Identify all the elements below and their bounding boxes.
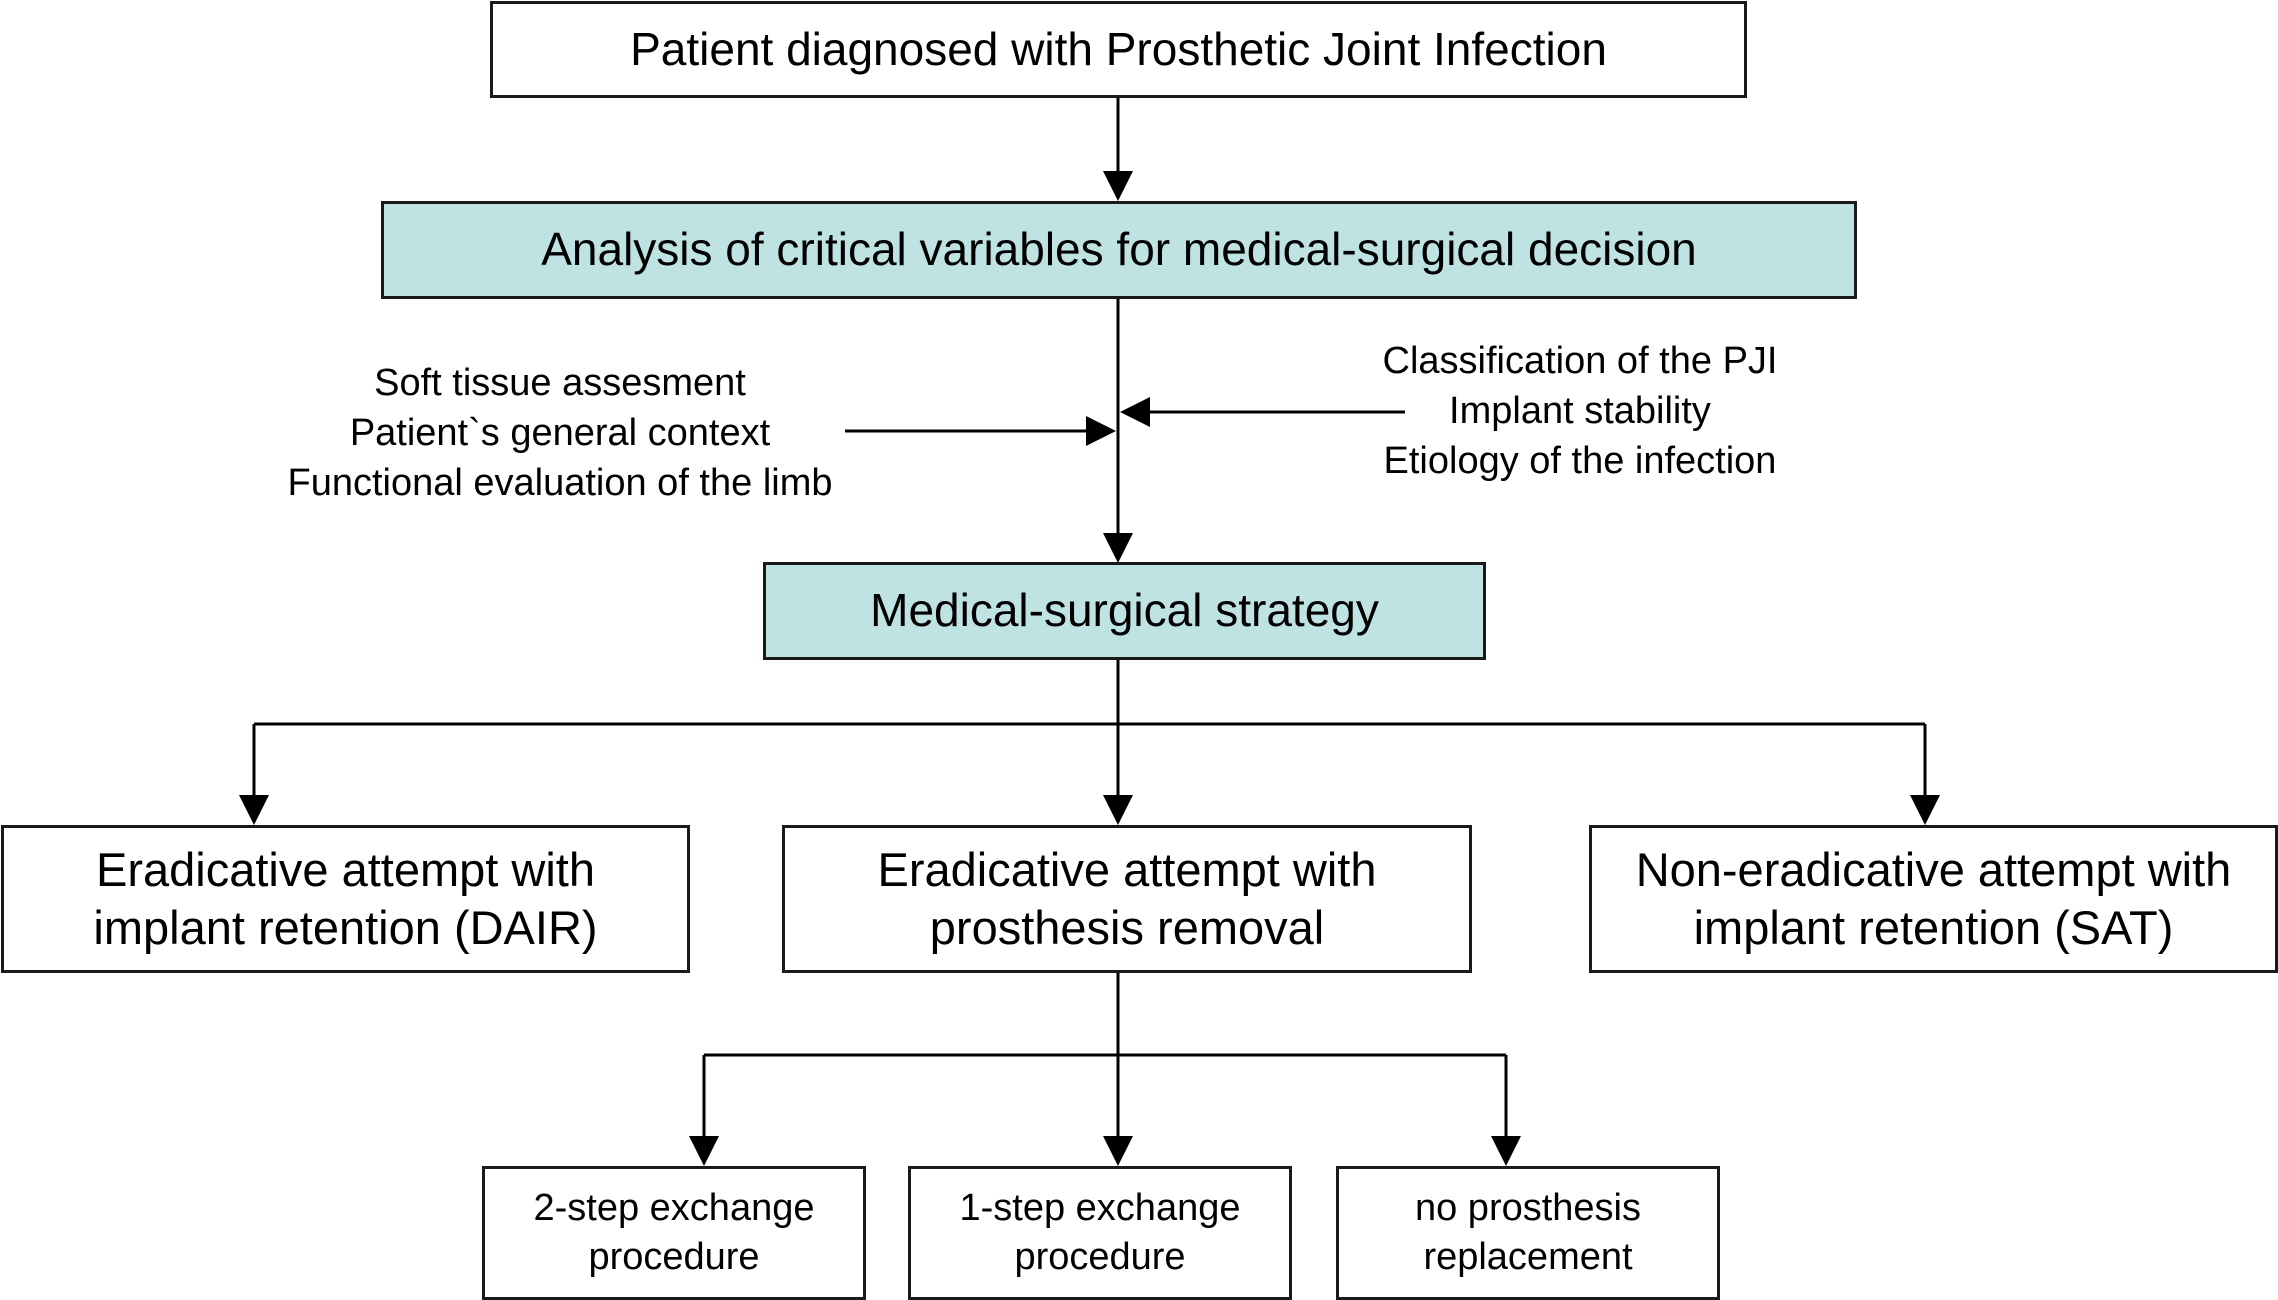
one-step-label-line1: 1-step exchange xyxy=(959,1186,1241,1229)
removal-box: Eradicative attempt with prosthesis remo… xyxy=(782,825,1472,973)
strategy-box: Medical-surgical strategy xyxy=(763,562,1486,660)
analysis-box: Analysis of critical variables for medic… xyxy=(381,201,1857,299)
removal-label-line1: Eradicative attempt with xyxy=(877,842,1377,896)
two-step-label-line2: procedure xyxy=(588,1236,760,1278)
no-replacement-label-line2: replacement xyxy=(1423,1236,1633,1278)
right-variables-list: Classification of the PJI Implant stabil… xyxy=(1330,336,1830,486)
one-step-box: 1-step exchange procedure xyxy=(908,1166,1292,1300)
strategy-label: Medical-surgical strategy xyxy=(870,584,1379,637)
removal-label-line2: prosthesis removal xyxy=(929,901,1325,954)
dair-label-line1: Eradicative attempt with xyxy=(96,842,595,896)
two-step-label-line1: 2-step exchange xyxy=(533,1186,815,1229)
diagnosis-label: Patient diagnosed with Prosthetic Joint … xyxy=(630,22,1607,75)
no-replacement-label-line1: no prosthesis xyxy=(1414,1186,1641,1229)
sat-label-line1: Non-eradicative attempt with xyxy=(1635,842,2232,896)
sat-box: Non-eradicative attempt with implant ret… xyxy=(1589,825,2278,973)
no-replacement-box: no prosthesis replacement xyxy=(1336,1166,1720,1300)
analysis-label: Analysis of critical variables for medic… xyxy=(541,223,1697,276)
variable-functional-evaluation: Functional evaluation of the limb xyxy=(287,462,833,504)
variable-pji-classification: Classification of the PJI xyxy=(1382,340,1778,382)
dair-label-line2: implant retention (DAIR) xyxy=(93,901,598,954)
variable-infection-etiology: Etiology of the infection xyxy=(1383,440,1777,482)
variable-general-context: Patient`s general context xyxy=(349,412,771,454)
one-step-label-line2: procedure xyxy=(1014,1236,1186,1278)
variable-soft-tissue: Soft tissue assesment xyxy=(374,362,746,404)
diagnosis-box: Patient diagnosed with Prosthetic Joint … xyxy=(490,1,1747,98)
two-step-box: 2-step exchange procedure xyxy=(482,1166,866,1300)
variable-implant-stability: Implant stability xyxy=(1449,390,1711,432)
dair-box: Eradicative attempt with implant retenti… xyxy=(1,825,690,973)
left-variables-list: Soft tissue assesment Patient`s general … xyxy=(230,358,890,508)
sat-label-line2: implant retention (SAT) xyxy=(1693,901,2174,954)
